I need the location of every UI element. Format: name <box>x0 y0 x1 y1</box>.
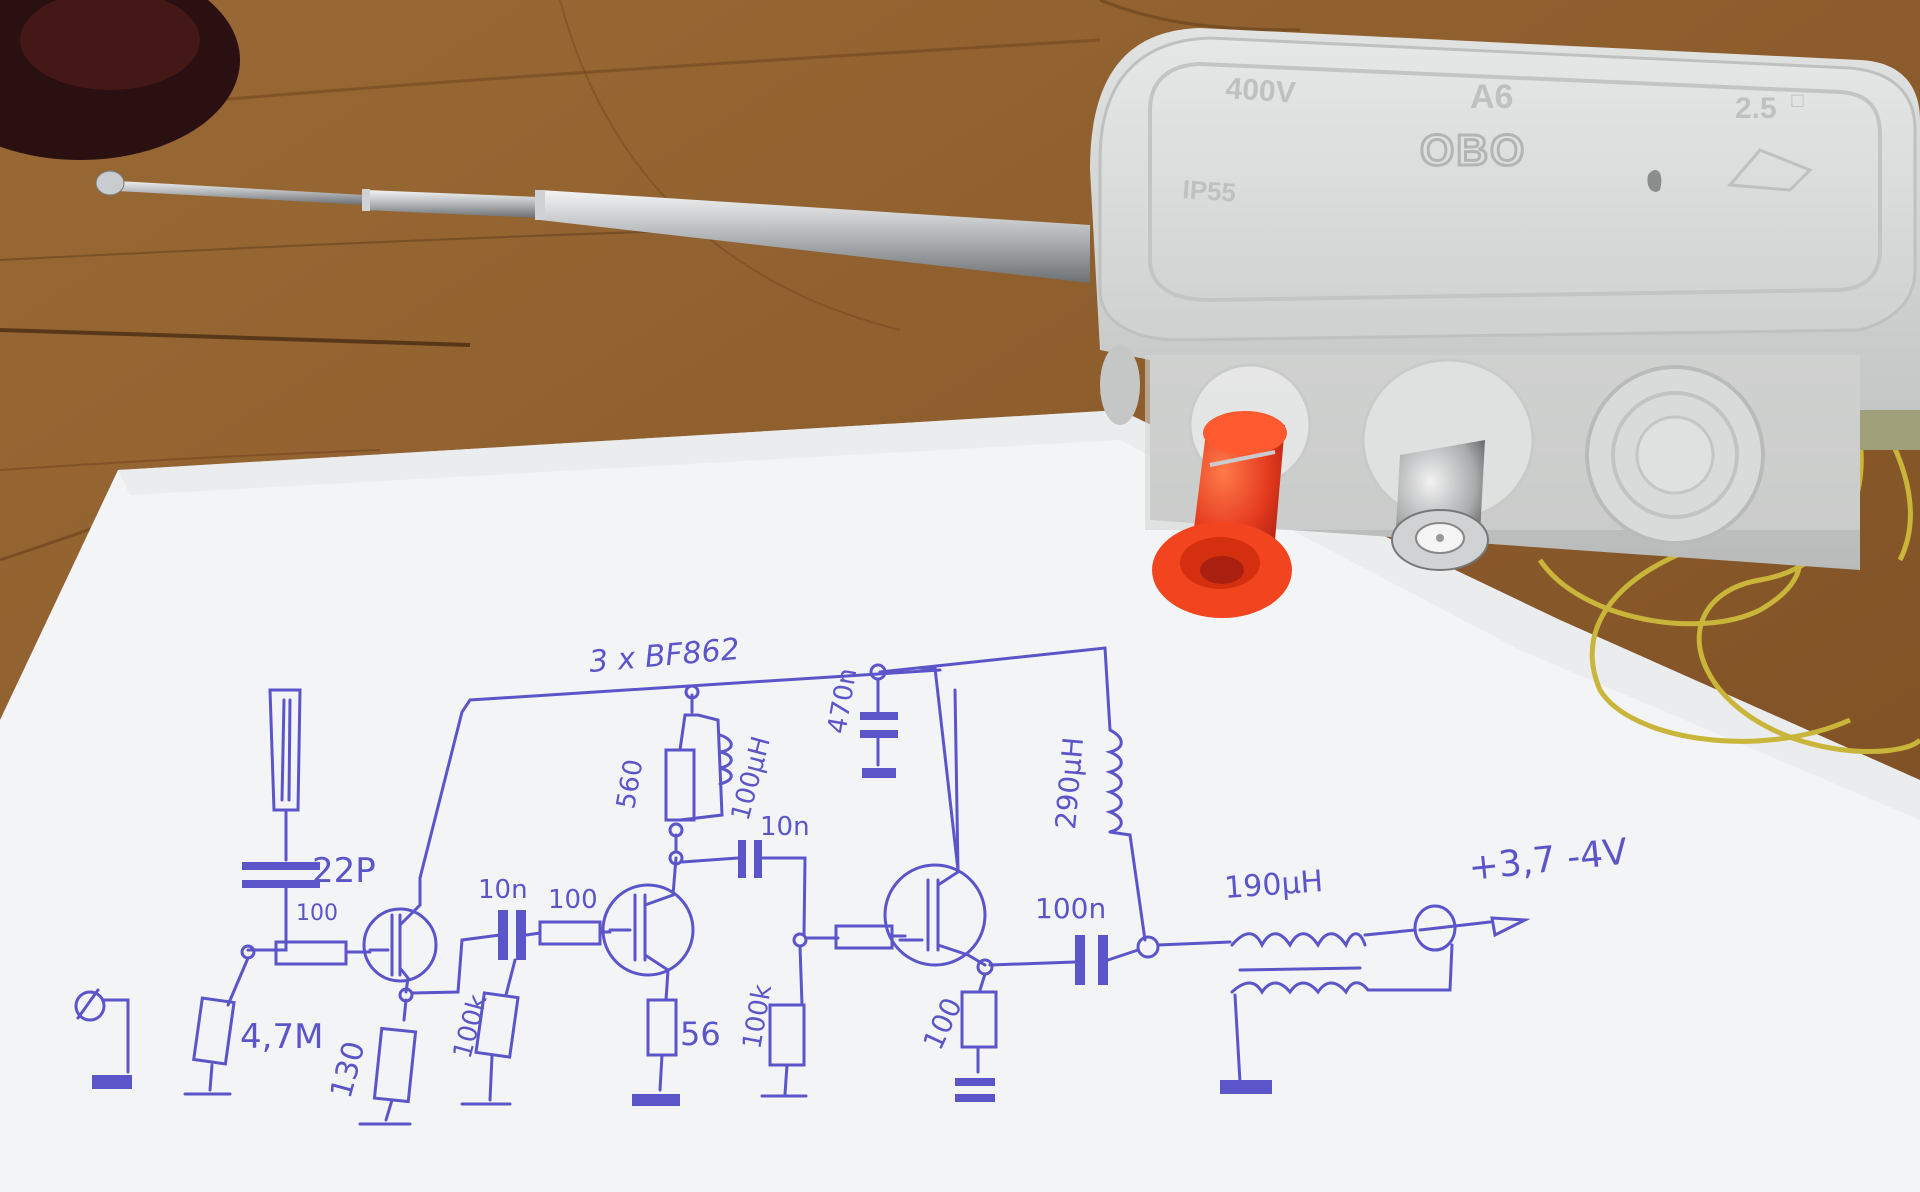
label-gate-bias: 4,7M <box>240 1017 323 1057</box>
marking-cross-section: 2.5 <box>1735 92 1777 125</box>
label-output-cap: 100n <box>1035 892 1106 925</box>
label-source-resistor-2: 56 <box>680 1015 721 1053</box>
vde-mark-icon <box>1726 148 1813 192</box>
marking-model: A6 <box>1470 78 1513 116</box>
label-gate-resistor-1: 100 <box>296 901 338 926</box>
schematic-drawing <box>74 646 1531 1126</box>
telescopic-antenna <box>95 170 1090 283</box>
label-feed-choke: 190µH <box>1223 864 1324 906</box>
label-gate-resistor-2: 100 <box>548 885 598 915</box>
label-antenna-cap: 22P <box>312 851 376 891</box>
marking-rating: IP55 <box>1182 174 1237 208</box>
box-markings: 400V A6 OBO IP55 2.5 □ <box>1182 72 1813 208</box>
bnc-connector <box>1361 358 1535 571</box>
label-coupling-cap-1: 10n <box>478 875 528 905</box>
marking-cross-section-unit: □ <box>1790 90 1805 109</box>
paper-sheet <box>0 410 1920 1192</box>
label-output-choke: 290µH <box>1049 736 1090 831</box>
marking-brand: OBO <box>1420 126 1526 175</box>
marking-voltage: 400V <box>1225 72 1297 110</box>
red-binding-post <box>1152 363 1312 618</box>
led-hole-icon <box>1647 170 1662 192</box>
label-coupling-cap-2: 10n <box>760 812 810 842</box>
